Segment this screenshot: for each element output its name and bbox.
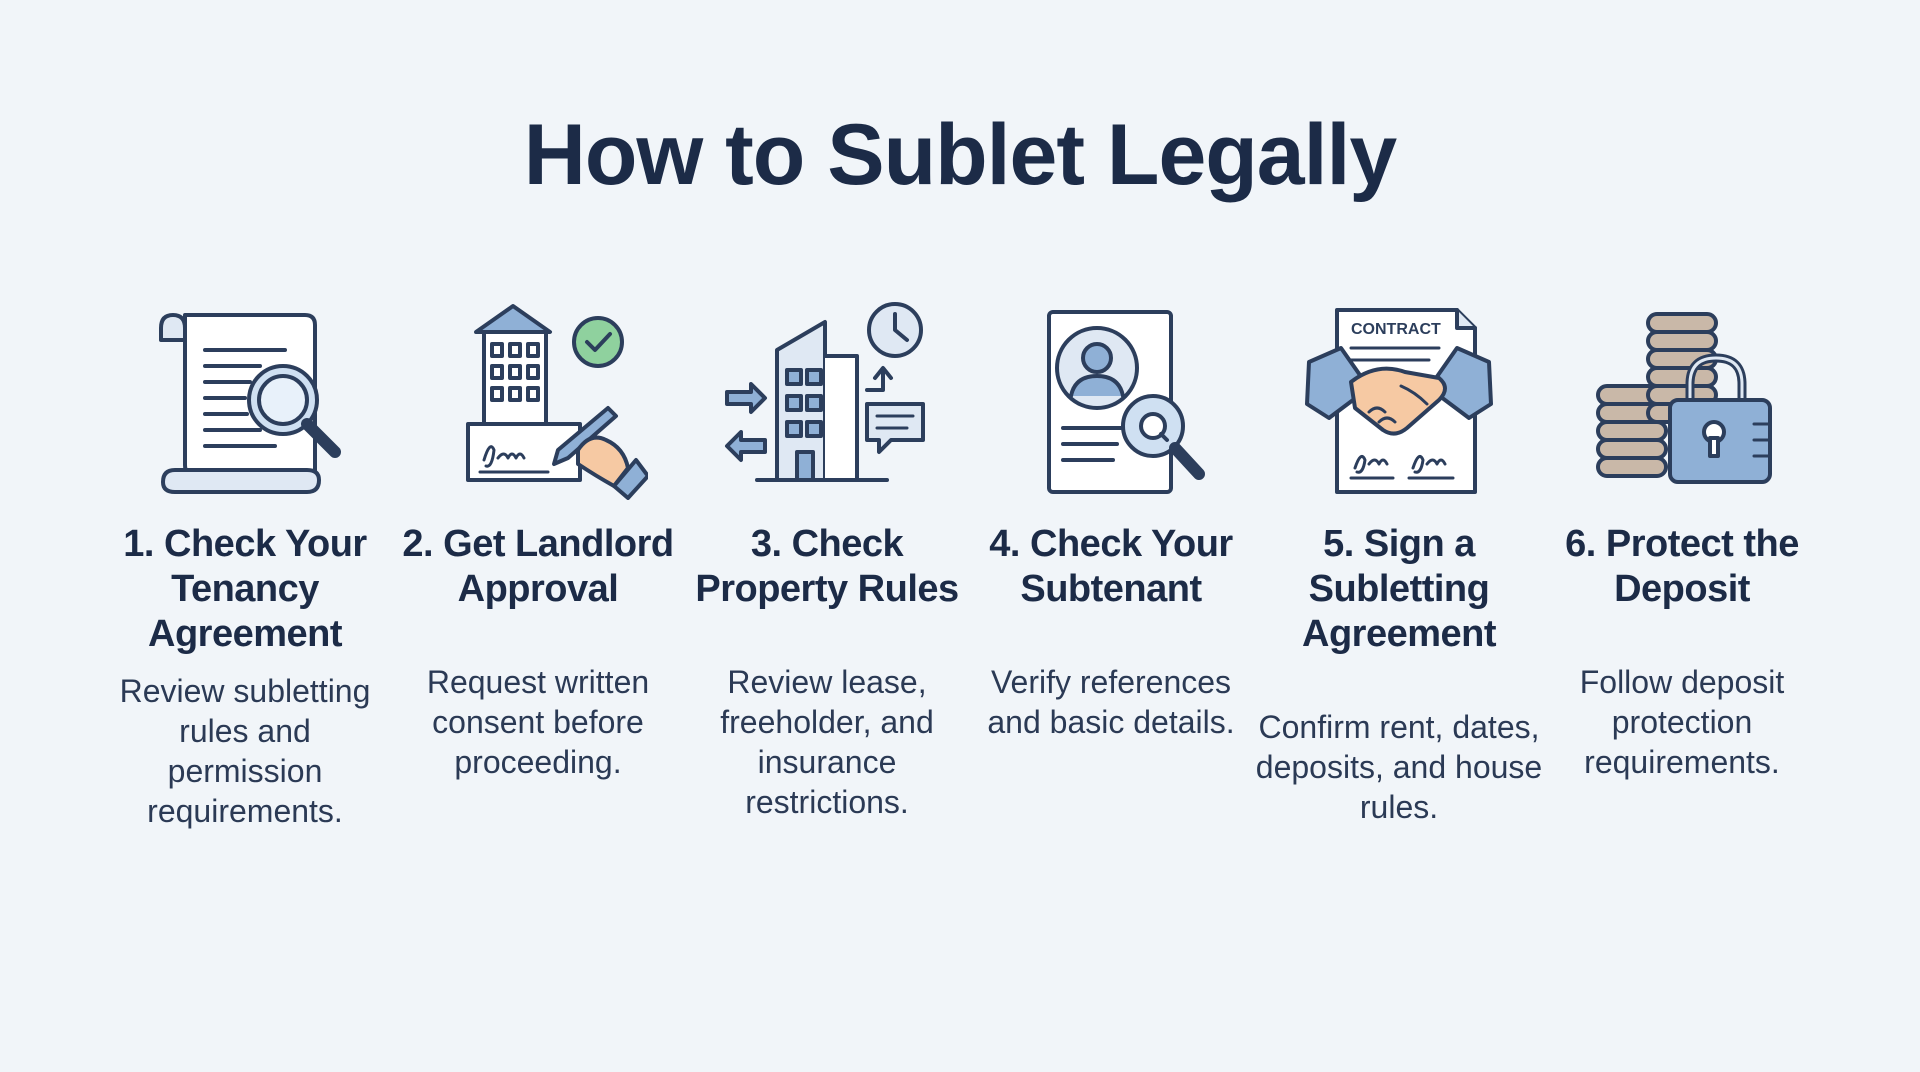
step-4: 4. Check Your Subtenant Verify reference… xyxy=(966,300,1256,742)
step-6: 6. Protect the Deposit Follow deposit pr… xyxy=(1537,300,1827,782)
step-2-description: Request written consent before proceedin… xyxy=(426,664,650,780)
step-3-description: Review lease, freeholder, and insurance … xyxy=(720,664,934,820)
step-6-title: 6. Protect the Deposit xyxy=(1565,523,1799,610)
step-5-title: 5. Sign a Subletting Agreement xyxy=(1302,523,1497,655)
property-rules-icon xyxy=(725,302,925,482)
step-4-title: 4. Check Your Subtenant xyxy=(989,523,1233,610)
step-5: CONTRACT 5. Sign a Subletting Agreement … xyxy=(1254,300,1544,827)
step-2: 2. Get Landlord Approval Request written… xyxy=(393,300,683,782)
document-magnifier-icon xyxy=(159,313,341,494)
step-6-description: Follow deposit protection requirements. xyxy=(1579,664,1785,780)
step-5-description: Confirm rent, dates, deposits, and house… xyxy=(1255,709,1543,825)
step-2-title: 2. Get Landlord Approval xyxy=(402,523,674,610)
step-3-title: 3. Check Property Rules xyxy=(695,523,959,610)
step-4-description: Verify references and basic details. xyxy=(987,664,1235,740)
step-3: 3. Check Property Rules Review lease, fr… xyxy=(682,300,972,822)
contract-handshake-icon: CONTRACT xyxy=(1305,308,1493,494)
building-signature-icon xyxy=(466,304,648,500)
step-1-title: 1. Check Your Tenancy Agreement xyxy=(123,523,367,655)
contract-label: CONTRACT xyxy=(1351,321,1441,338)
step-1-description: Review subletting rules and permission r… xyxy=(119,673,371,829)
page-title: How to Sublet Legally xyxy=(523,107,1398,203)
step-1: 1. Check Your Tenancy Agreement Review s… xyxy=(100,300,390,831)
profile-magnifier-icon xyxy=(1047,310,1205,494)
coins-lock-icon xyxy=(1596,312,1772,484)
